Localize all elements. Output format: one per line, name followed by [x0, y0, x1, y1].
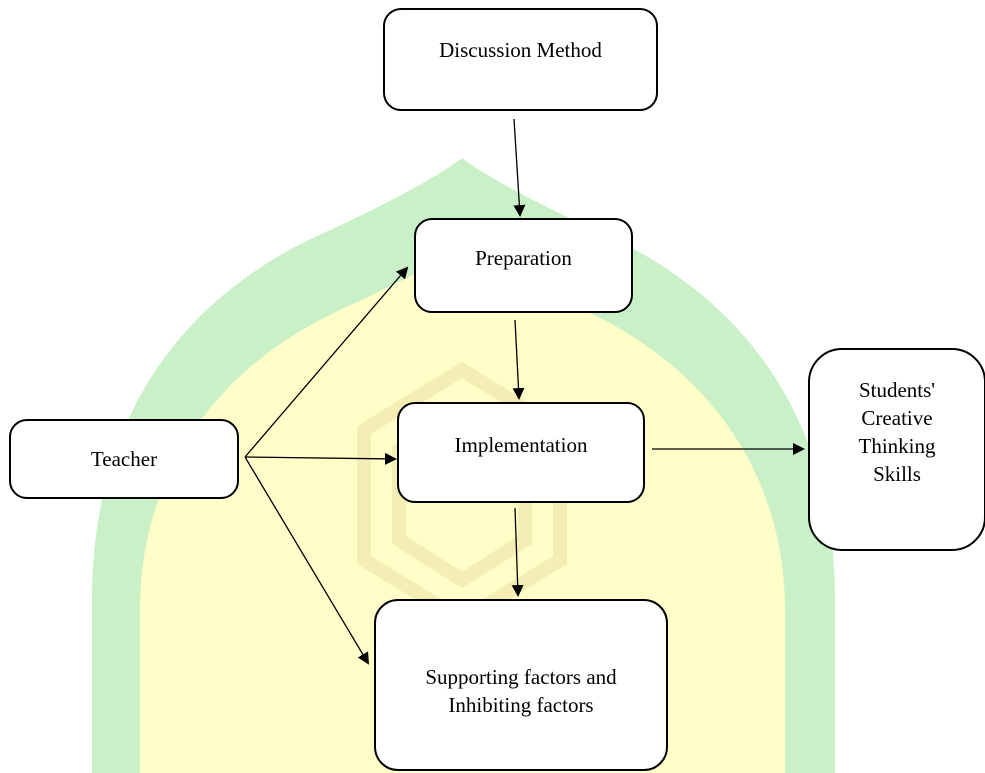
arrow-teacher-to-preparation — [244, 266, 409, 458]
preparation-box: Preparation — [414, 218, 633, 313]
implementation-box: Implementation — [397, 402, 645, 503]
arrow-teacher-to-factors — [244, 456, 370, 665]
preparation-label: Preparation — [475, 246, 572, 270]
arrow-implementation-to-factors — [511, 507, 524, 597]
arrow-preparation-to-implementation — [512, 319, 525, 400]
discussion-method-label: Discussion Method — [439, 38, 602, 62]
discussion-method-box: Discussion Method — [383, 8, 658, 111]
supporting-inhibiting-factors-box: Supporting factors and Inhibiting factor… — [374, 599, 668, 771]
arrow-teacher-to-implementation — [244, 452, 397, 465]
arrow-discussion-to-preparation — [513, 118, 526, 217]
teacher-label: Teacher — [90, 447, 158, 471]
teacher-box: Teacher — [9, 419, 239, 499]
creative-thinking-skills-box: Students' Creative Thinking Skills — [808, 348, 985, 551]
implementation-label: Implementation — [454, 433, 588, 457]
supporting-inhibiting-factors-label: Supporting factors and Inhibiting factor… — [425, 665, 617, 717]
creative-thinking-skills-label: Students' Creative Thinking Skills — [858, 378, 936, 486]
